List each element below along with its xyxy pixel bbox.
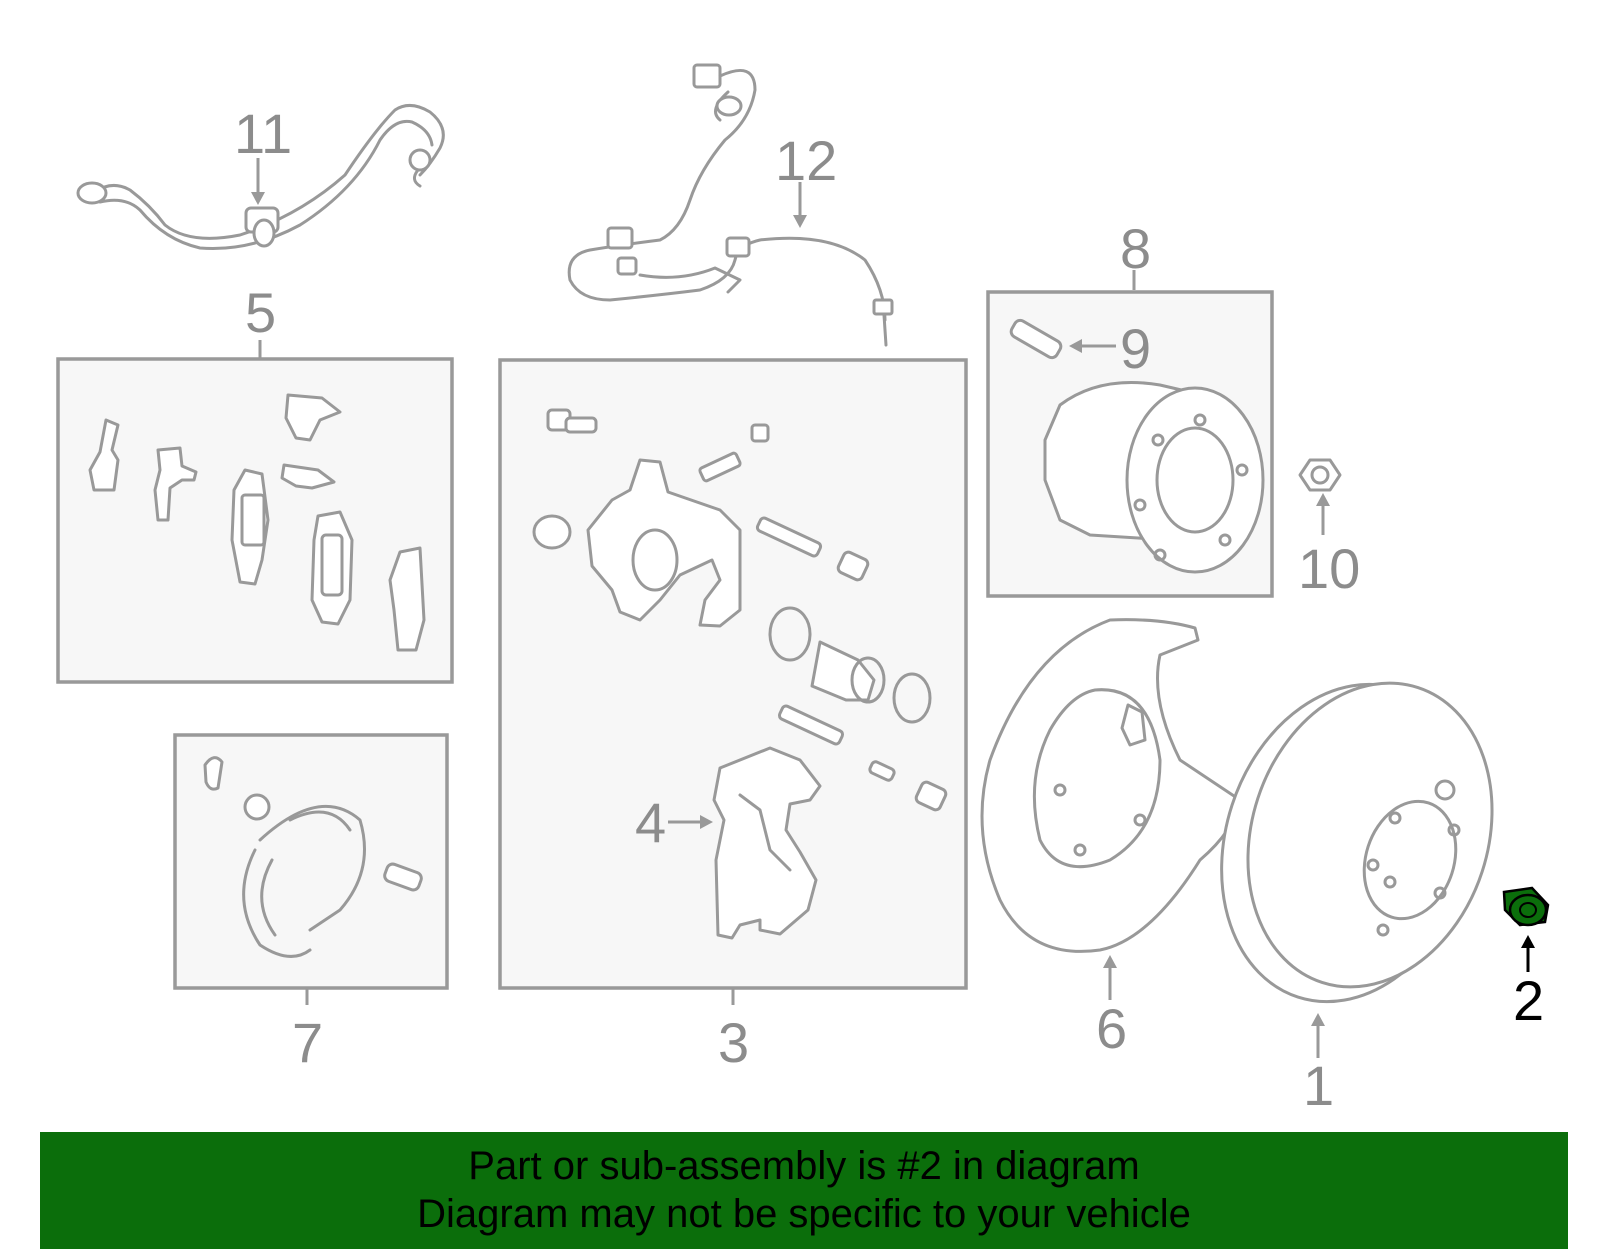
part-1-rotor — [1220, 681, 1494, 1004]
banner-line-part: Part or sub-assembly is #2 in diagram — [468, 1144, 1140, 1188]
callout-7: 7 — [292, 1011, 323, 1074]
part-5-pads — [88, 393, 426, 652]
part-3-caliper — [532, 408, 948, 940]
callout-2: 2 — [1513, 969, 1544, 1032]
part-11-brake-hose — [76, 104, 445, 250]
banner-line-disclaimer: Diagram may not be specific to your vehi… — [417, 1192, 1191, 1236]
info-banner: Part or sub-assembly is #2 in diagram Di… — [40, 1132, 1568, 1249]
callout-1: 1 — [1303, 1054, 1334, 1117]
part-8-hub — [1009, 318, 1265, 574]
callout-8: 8 — [1120, 217, 1151, 280]
callout-12: 12 — [775, 129, 837, 192]
part-2-highlighted[interactable] — [1502, 886, 1550, 927]
part-10-nut — [1298, 458, 1342, 492]
callout-11: 11 — [234, 102, 292, 165]
part-7-shoes — [203, 756, 423, 958]
callout-10: 10 — [1298, 537, 1360, 600]
part-6-dust-shield — [980, 618, 1242, 953]
part-12-abs-sensor — [567, 63, 894, 347]
callout-9: 9 — [1120, 317, 1151, 380]
callout-5: 5 — [245, 281, 276, 344]
callout-3: 3 — [718, 1011, 749, 1074]
callout-4: 4 — [635, 791, 666, 854]
callout-6: 6 — [1096, 997, 1127, 1060]
